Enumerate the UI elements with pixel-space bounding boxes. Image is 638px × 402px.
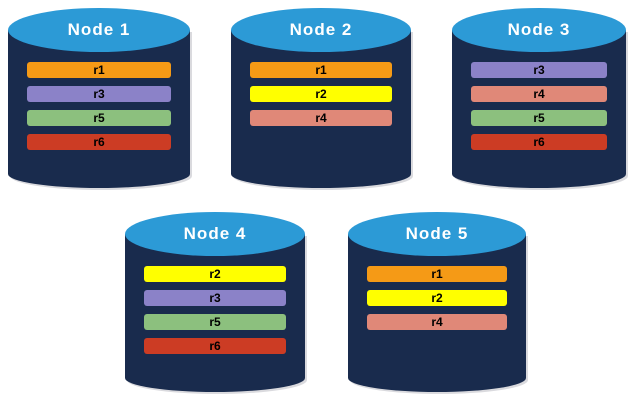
record-bar[interactable]: r1 xyxy=(250,62,392,78)
record-bar[interactable]: r1 xyxy=(367,266,507,282)
cylinder-body xyxy=(452,30,626,188)
record-list: r1 r2 r4 xyxy=(231,52,411,126)
record-bar[interactable]: r4 xyxy=(471,86,607,102)
record-bar[interactable]: r3 xyxy=(27,86,171,102)
record-list: r1 r2 r4 xyxy=(348,256,526,330)
record-bar[interactable]: r2 xyxy=(250,86,392,102)
cylinder-body xyxy=(231,30,411,188)
cylinder-top-disc xyxy=(452,8,626,52)
record-bar[interactable]: r4 xyxy=(250,110,392,126)
record-list: r3 r4 r5 r6 xyxy=(452,52,626,150)
record-bar[interactable]: r3 xyxy=(471,62,607,78)
cylinder-top-disc xyxy=(8,8,190,52)
record-bar[interactable]: r5 xyxy=(144,314,286,330)
cylinder-body xyxy=(348,234,526,392)
record-bar[interactable]: r2 xyxy=(367,290,507,306)
record-list: r2 r3 r5 r6 xyxy=(125,256,305,354)
record-bar[interactable]: r2 xyxy=(144,266,286,282)
cylinder-top-disc xyxy=(231,8,411,52)
record-bar[interactable]: r6 xyxy=(144,338,286,354)
record-bar[interactable]: r1 xyxy=(27,62,171,78)
record-bar[interactable]: r3 xyxy=(144,290,286,306)
record-bar[interactable]: r5 xyxy=(27,110,171,126)
record-bar[interactable]: r6 xyxy=(27,134,171,150)
record-list: r1 r3 r5 r6 xyxy=(8,52,190,150)
record-bar[interactable]: r5 xyxy=(471,110,607,126)
cylinder-top-disc xyxy=(348,212,526,256)
cylinder-top-disc xyxy=(125,212,305,256)
record-bar[interactable]: r6 xyxy=(471,134,607,150)
cylinder-body xyxy=(8,30,190,188)
record-bar[interactable]: r4 xyxy=(367,314,507,330)
cylinder-body xyxy=(125,234,305,392)
